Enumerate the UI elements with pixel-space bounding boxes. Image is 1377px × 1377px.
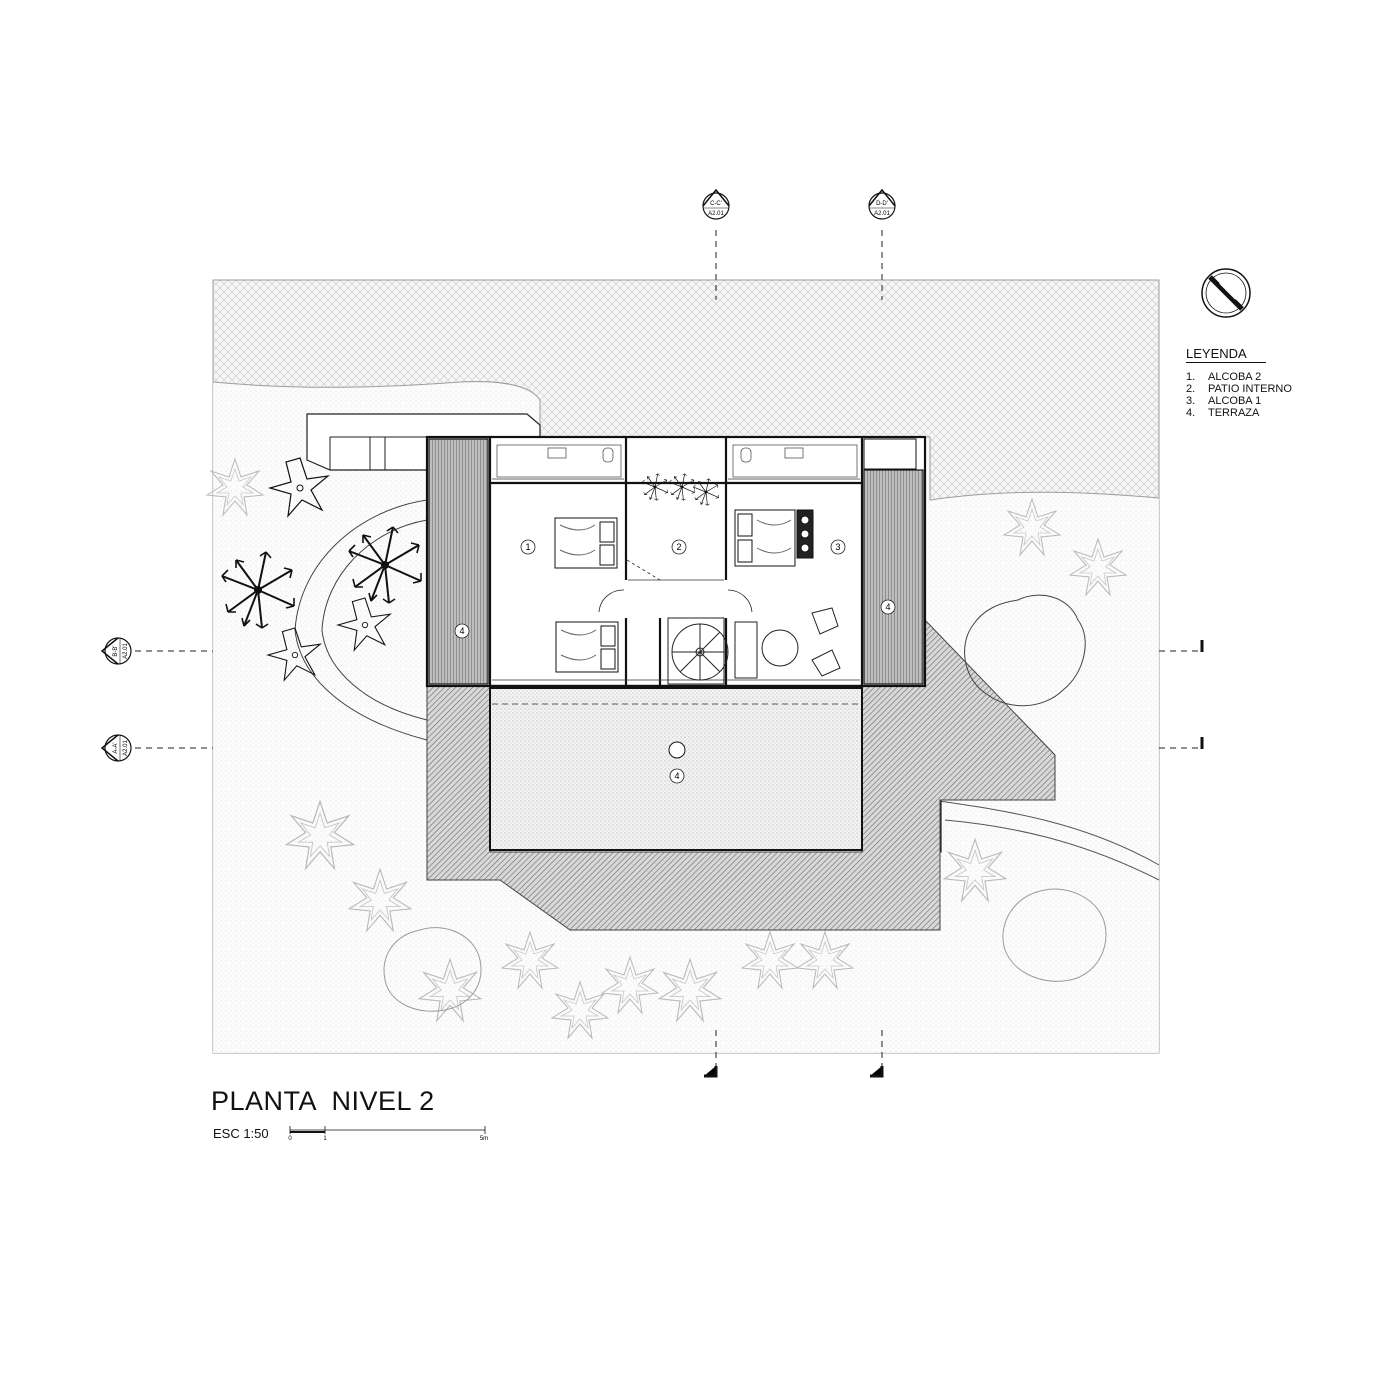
scale-tick-0: 0 xyxy=(288,1136,292,1142)
legend-item: 1. ALCOBA 2 xyxy=(1186,371,1292,383)
spiral-stair-icon xyxy=(667,617,729,685)
section-marker-c-sheet: A2.01 xyxy=(708,211,724,217)
scale-tick-5m: 5m xyxy=(480,1136,488,1142)
room-tag-patio: 2 xyxy=(676,542,681,552)
section-marker-b-id: B-B' xyxy=(113,645,119,656)
section-marker-a-id: A-A' xyxy=(113,742,119,753)
legend-item: 2. PATIO INTERNO xyxy=(1186,383,1292,395)
north-arrow-icon xyxy=(1201,268,1251,318)
legend-item-label: TERRAZA xyxy=(1208,407,1260,419)
section-marker-a-sheet: A2.01 xyxy=(123,740,129,756)
scale-tick-1: 1 xyxy=(323,1136,327,1142)
legend-item-number: 2. xyxy=(1186,383,1196,395)
room-tag-alcoba-1: 3 xyxy=(835,542,840,552)
section-marker-d-id: D-D' xyxy=(876,201,888,207)
terrace-deck-right xyxy=(863,469,924,685)
legend-item: 4. TERRAZA xyxy=(1186,407,1292,419)
legend-item-label: PATIO INTERNO xyxy=(1208,383,1292,395)
room-tag-alcoba-2: 1 xyxy=(525,542,530,552)
interior-walls xyxy=(488,437,864,688)
legend-item-label: ALCOBA 2 xyxy=(1208,371,1262,383)
section-marker-c-id: C-C' xyxy=(710,201,722,207)
legend-item-number: 3. xyxy=(1186,395,1196,407)
room-tags: 1 2 3 4 4 4 xyxy=(454,539,896,784)
section-marker-d-sheet: A2.01 xyxy=(874,211,890,217)
room-tag-terraza-left: 4 xyxy=(459,626,464,636)
shadow-area xyxy=(426,618,1056,931)
section-marker-b-sheet: A2.01 xyxy=(123,643,129,659)
section-marker-icon: C-C' A2.01 D-D' A2.01 B-B' A2.01 A-A' A2… xyxy=(100,188,896,762)
room-tag-terraza-front: 4 xyxy=(674,771,679,781)
bed-icon xyxy=(554,517,618,569)
legend-item-number: 1. xyxy=(1186,371,1196,383)
legend-item-number: 4. xyxy=(1186,407,1196,419)
legend-item: 3. ALCOBA 1 xyxy=(1186,395,1292,407)
room-tag-terraza-right: 4 xyxy=(885,602,890,612)
scale-bar xyxy=(289,1126,486,1134)
drawing-title: PLANTA NIVEL 2 xyxy=(211,1086,435,1116)
legend-title: LEYENDA xyxy=(1186,346,1266,363)
legend-item-label: ALCOBA 1 xyxy=(1208,395,1262,407)
scale-label: ESC 1:50 xyxy=(213,1126,269,1141)
legend: LEYENDA 1. ALCOBA 2 2. PATIO INTERNO 3. … xyxy=(1186,346,1292,419)
chair-icon xyxy=(734,607,841,679)
terrace-deck-left xyxy=(428,438,489,685)
